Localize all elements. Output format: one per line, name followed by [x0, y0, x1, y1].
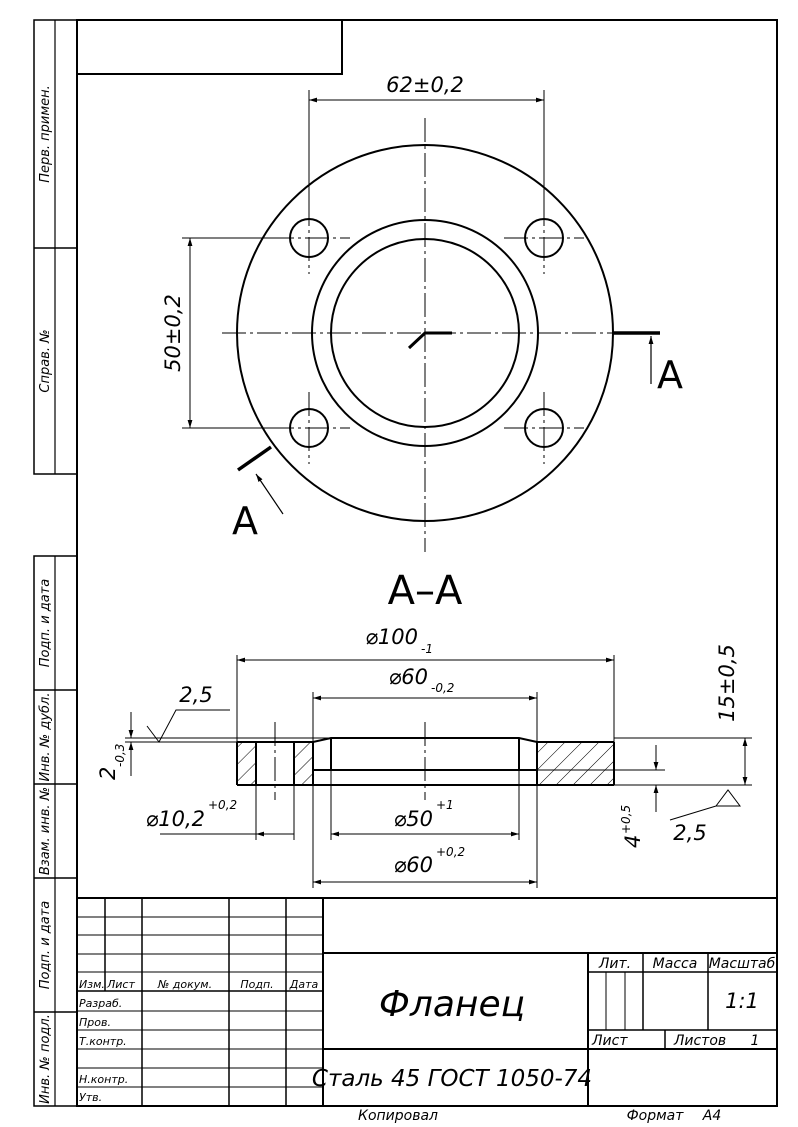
section-title: А–А [388, 568, 463, 614]
dim-step-tol: -0,2 [431, 681, 454, 695]
roughness-right-sign [669, 789, 741, 821]
roughness-right-value: 2,5 [673, 821, 706, 845]
col-header-izm: Изм. [79, 978, 105, 991]
dim-height-label: 50±0,2 [161, 294, 185, 372]
section-hatch-right [537, 742, 614, 785]
side-label-perv-primen: Перв. примен. [38, 85, 53, 183]
dim-hole-base: ⌀10,2 [146, 807, 205, 831]
col-header-podp: Подп. [240, 978, 273, 991]
bolt-hole-tr [524, 218, 564, 258]
cut-mark-right: А [657, 353, 683, 397]
row-label-tkontr: Т.контр. [79, 1035, 127, 1048]
dim-width-label: 62±0,2 [386, 73, 464, 97]
material: Сталь 45 ГОСТ 1050-74 [312, 1066, 592, 1092]
dim-step-height-base: 2 [96, 767, 120, 780]
cut-mark-left: А [232, 499, 258, 543]
dim-width [308, 90, 545, 218]
footer-copied: Копировал [358, 1108, 438, 1124]
mass-label: Масса [653, 956, 698, 972]
sheets-label: Листов [673, 1033, 726, 1049]
section-dimensions [125, 655, 752, 888]
row-label-utv: Утв. [79, 1091, 102, 1104]
dim-height [182, 237, 290, 429]
side-label-podp-data-1: Подп. и дата [38, 579, 53, 668]
dim-outer-base: ⌀100 [365, 625, 418, 649]
sheets-value: 1 [751, 1033, 760, 1049]
bolt-hole-br [524, 408, 564, 448]
footer-format-value: А4 [702, 1108, 721, 1124]
dim-step-height-tol: -0,3 [113, 744, 127, 767]
center-lines [222, 118, 632, 552]
dim-step-height: 2 -0,3 [96, 744, 127, 780]
part-name: Фланец [379, 984, 525, 1025]
dim-bottom-base: ⌀60 [394, 853, 433, 877]
row-label-prov: Пров. [79, 1016, 111, 1029]
row-label-razrab: Разраб. [79, 997, 122, 1010]
dim-bore-base: ⌀50 [394, 807, 433, 831]
dim-recess-tol: +0,5 [619, 805, 633, 834]
roughness-left-sign [146, 709, 230, 743]
sheet-label: Лист [591, 1033, 628, 1049]
row-label-nkontr: Н.контр. [79, 1073, 128, 1086]
roughness-left-value: 2,5 [179, 683, 212, 707]
dim-recess-base: 4 [621, 835, 645, 848]
side-label-vzam-inv: Взам. инв. № [38, 787, 53, 875]
side-label-inv-podl: Инв. № подл. [38, 1014, 53, 1104]
bore-circle [330, 238, 520, 428]
lit-label: Лит. [598, 956, 631, 972]
section-line-left [236, 445, 273, 472]
scale-value: 1:1 [725, 989, 759, 1013]
frame [33, 19, 778, 1107]
dim-outer-tol: -1 [421, 642, 433, 656]
section-view [125, 655, 752, 888]
side-label-sprav: Справ. № [38, 329, 53, 392]
dim-bottom-tol: +0,2 [436, 845, 465, 859]
dim-step-base: ⌀60 [389, 665, 428, 689]
side-labels: Перв. примен. Справ. № Подп. и дата Инв.… [38, 85, 53, 1104]
col-header-list: Лист [106, 978, 135, 991]
dim-bore-tol: +1 [436, 798, 454, 812]
col-header-doc: № докум. [157, 978, 212, 991]
side-label-inv-dubl: Инв. № дубл. [38, 693, 53, 782]
footer-format-label: Формат [627, 1108, 685, 1124]
section-arrow-left [255, 473, 284, 515]
section-line-center [407, 331, 452, 350]
title-block [77, 897, 777, 1106]
step-circle [311, 219, 539, 447]
side-label-podp-data-2: Подп. и дата [38, 901, 53, 990]
dim-thickness: 15±0,5 [715, 644, 739, 722]
dim-hole-tol: +0,2 [208, 798, 237, 812]
top-view [182, 90, 660, 552]
col-header-data: Дата [289, 978, 319, 991]
dim-recess: 4 +0,5 [619, 805, 645, 848]
scale-label: Масштаб [709, 956, 776, 972]
